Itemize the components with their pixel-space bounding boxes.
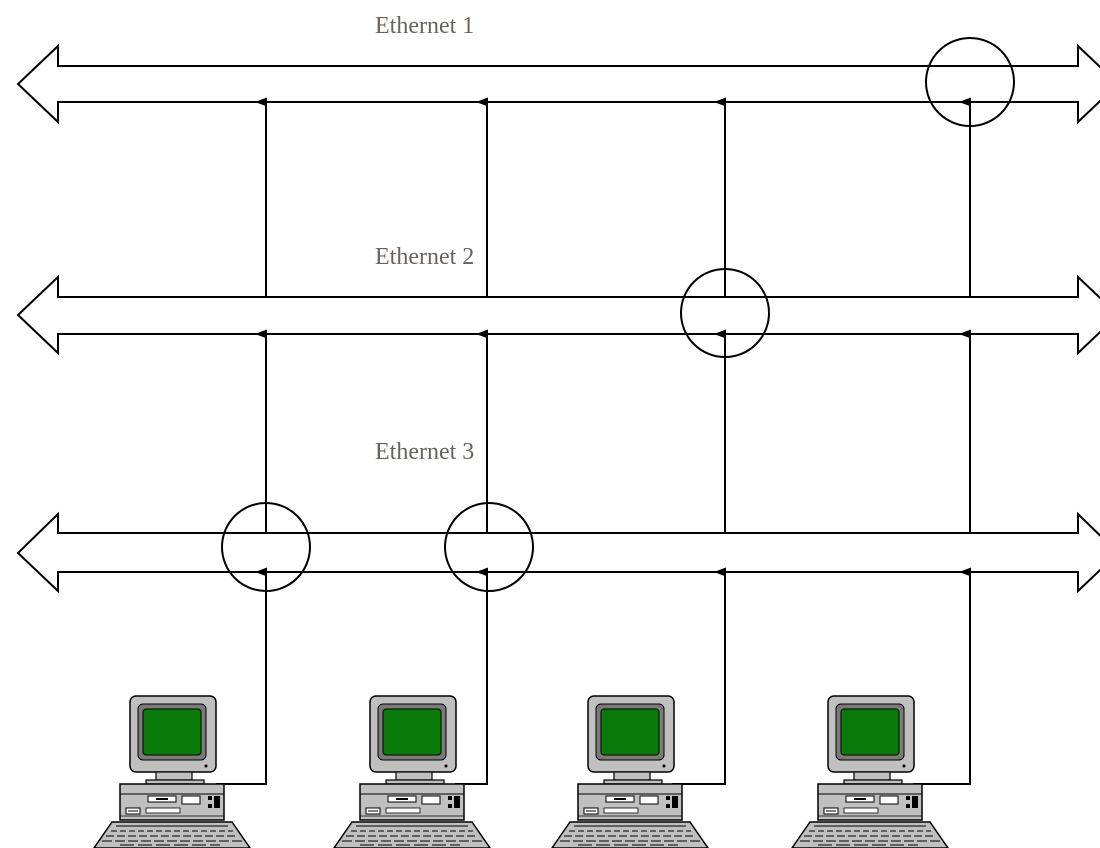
computer-4 <box>792 696 948 848</box>
computer-2 <box>334 696 490 848</box>
computer-icon <box>792 696 948 848</box>
computer-icon <box>94 696 250 848</box>
computer-icon <box>334 696 490 848</box>
bus-label-ethernet-2: Ethernet 2 <box>375 244 474 270</box>
computer-3 <box>552 696 708 848</box>
computer-icon <box>552 696 708 848</box>
bus-label-ethernet-1: Ethernet 1 <box>375 13 474 39</box>
bus-ethernet-2 <box>18 277 1100 353</box>
connection-lines <box>216 102 970 784</box>
bus-label-ethernet-3: Ethernet 3 <box>375 439 474 465</box>
computer-1 <box>94 696 250 848</box>
bus-ethernet-3 <box>18 514 1100 591</box>
